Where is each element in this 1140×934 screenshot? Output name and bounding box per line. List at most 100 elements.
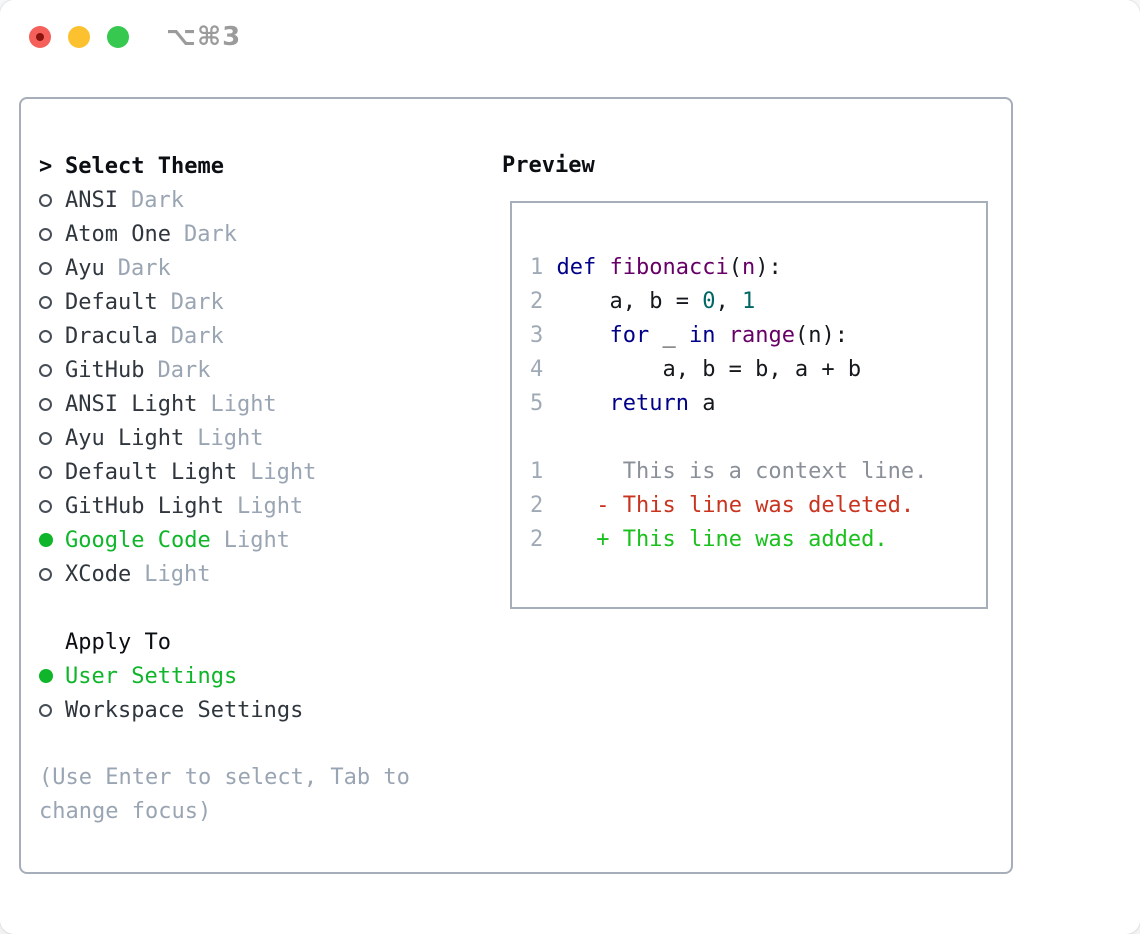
select-theme-label: Select Theme <box>65 153 224 179</box>
theme-variant-badge: Light <box>223 527 290 553</box>
radio-icon <box>39 261 65 275</box>
radio-icon <box>39 499 65 513</box>
code-token-title: fibonacci <box>609 255 729 280</box>
code-token-number: 0 <box>702 289 716 314</box>
radio-icon <box>39 193 65 207</box>
radio-icon <box>39 363 65 377</box>
preview-line: 4 a, b = b, a + b <box>530 353 986 387</box>
radio-selected-icon <box>39 533 65 547</box>
code-token-plain: (n): <box>794 323 848 348</box>
close-button[interactable] <box>29 26 51 48</box>
theme-option-name: Ayu Light <box>65 425 185 451</box>
theme-option-name: Google Code <box>65 527 211 553</box>
line-number: 1 <box>530 255 557 280</box>
code-token-keyword: def <box>556 255 610 280</box>
theme-option-ayu[interactable]: Ayu Dark <box>39 251 489 285</box>
line-number: 4 <box>530 357 557 382</box>
radio-icon <box>39 295 65 309</box>
code-token-title: range <box>728 323 795 348</box>
theme-option-name: Default Light <box>65 459 238 485</box>
preview-label: Preview <box>502 153 595 178</box>
preview-line: 2 + This line was added. <box>530 523 986 557</box>
code-token-deleted: - This line was deleted. <box>596 493 915 518</box>
code-token-plain: , <box>715 289 742 314</box>
theme-variant-badge: Dark <box>183 221 237 247</box>
select-theme-header: > Select Theme <box>39 149 489 183</box>
theme-variant-badge: Dark <box>170 323 224 349</box>
code-token-plain <box>557 493 597 518</box>
code-token-plain: a, b = <box>556 289 703 314</box>
theme-option-name: ANSI <box>65 187 118 213</box>
line-number: 2 <box>530 289 557 314</box>
code-token-plain <box>557 323 610 348</box>
theme-option-ansi-light[interactable]: ANSI Light Light <box>39 387 489 421</box>
code-token-keyword: in <box>688 323 716 348</box>
theme-option-github-light[interactable]: GitHub Light Light <box>39 489 489 523</box>
theme-option-name: ANSI Light <box>65 391 198 417</box>
preview-line: 1 This is a context line. <box>530 455 986 489</box>
line-number: 5 <box>530 391 557 416</box>
theme-option-name: GitHub Light <box>65 493 224 519</box>
theme-variant-badge: Dark <box>130 187 184 213</box>
preview-line: 5 return a <box>530 387 986 421</box>
code-token-plain: a, b = b, a + b <box>556 357 862 382</box>
preview-line: 1 def fibonacci(n): <box>530 251 986 285</box>
line-number: 3 <box>530 323 557 348</box>
theme-option-ayu-light[interactable]: Ayu Light Light <box>39 421 489 455</box>
radio-icon <box>39 397 65 411</box>
close-dot-icon <box>36 33 44 41</box>
cursor-icon: > <box>39 153 53 179</box>
apply-to-label: Apply To <box>65 629 171 655</box>
theme-option-name: XCode <box>65 561 132 587</box>
theme-option-name: GitHub <box>65 357 145 383</box>
window-title: ⌥⌘3 <box>166 22 242 52</box>
code-token-plain <box>557 527 597 552</box>
theme-option-google-code[interactable]: Google Code Light <box>39 523 489 557</box>
titlebar: ⌥⌘3 <box>0 0 1140 74</box>
preview-line: 2 a, b = 0, 1 <box>530 285 986 319</box>
preview-line: 3 for _ in range(n): <box>530 319 986 353</box>
radio-icon <box>39 329 65 343</box>
code-token-title: n <box>741 255 756 280</box>
apply-option-workspace-settings[interactable]: Workspace Settings <box>39 693 489 727</box>
theme-variant-badge: Light <box>144 561 211 587</box>
theme-variant-badge: Light <box>236 493 304 519</box>
radio-selected-icon <box>39 669 65 683</box>
hint-text: (Use Enter to select, Tab to change focu… <box>39 765 410 824</box>
theme-option-name: Atom One <box>65 221 171 247</box>
preview-line <box>530 421 986 455</box>
code-token-keyword: for <box>609 323 650 348</box>
apply-option-name: Workspace Settings <box>65 697 304 723</box>
radio-icon <box>39 567 65 581</box>
theme-variant-badge: Dark <box>117 255 171 281</box>
theme-option-ansi[interactable]: ANSI Dark <box>39 183 489 217</box>
apply-to-header: Apply To <box>39 625 489 659</box>
apply-option-user-settings[interactable]: User Settings <box>39 659 489 693</box>
minimize-button[interactable] <box>68 26 90 48</box>
code-token-context: This is a context line. <box>556 459 928 484</box>
code-token-plain <box>557 391 610 416</box>
theme-option-name: Ayu <box>65 255 105 281</box>
apply-option-name: User Settings <box>65 663 238 689</box>
code-token-plain: ): <box>755 255 782 280</box>
line-number: 2 <box>530 527 557 552</box>
line-number: 1 <box>530 459 557 484</box>
preview-line: 2 - This line was deleted. <box>530 489 986 523</box>
theme-option-name: Dracula <box>65 323 158 349</box>
theme-variant-badge: Light <box>197 425 264 451</box>
theme-option-xcode[interactable]: XCode Light <box>39 557 489 591</box>
theme-variant-badge: Light <box>210 391 277 417</box>
theme-option-atom-one[interactable]: Atom One Dark <box>39 217 489 251</box>
maximize-button[interactable] <box>107 26 129 48</box>
code-token-plain: _ <box>649 323 689 348</box>
theme-option-dracula[interactable]: Dracula Dark <box>39 319 489 353</box>
code-token-added: + This line was added. <box>596 527 888 552</box>
